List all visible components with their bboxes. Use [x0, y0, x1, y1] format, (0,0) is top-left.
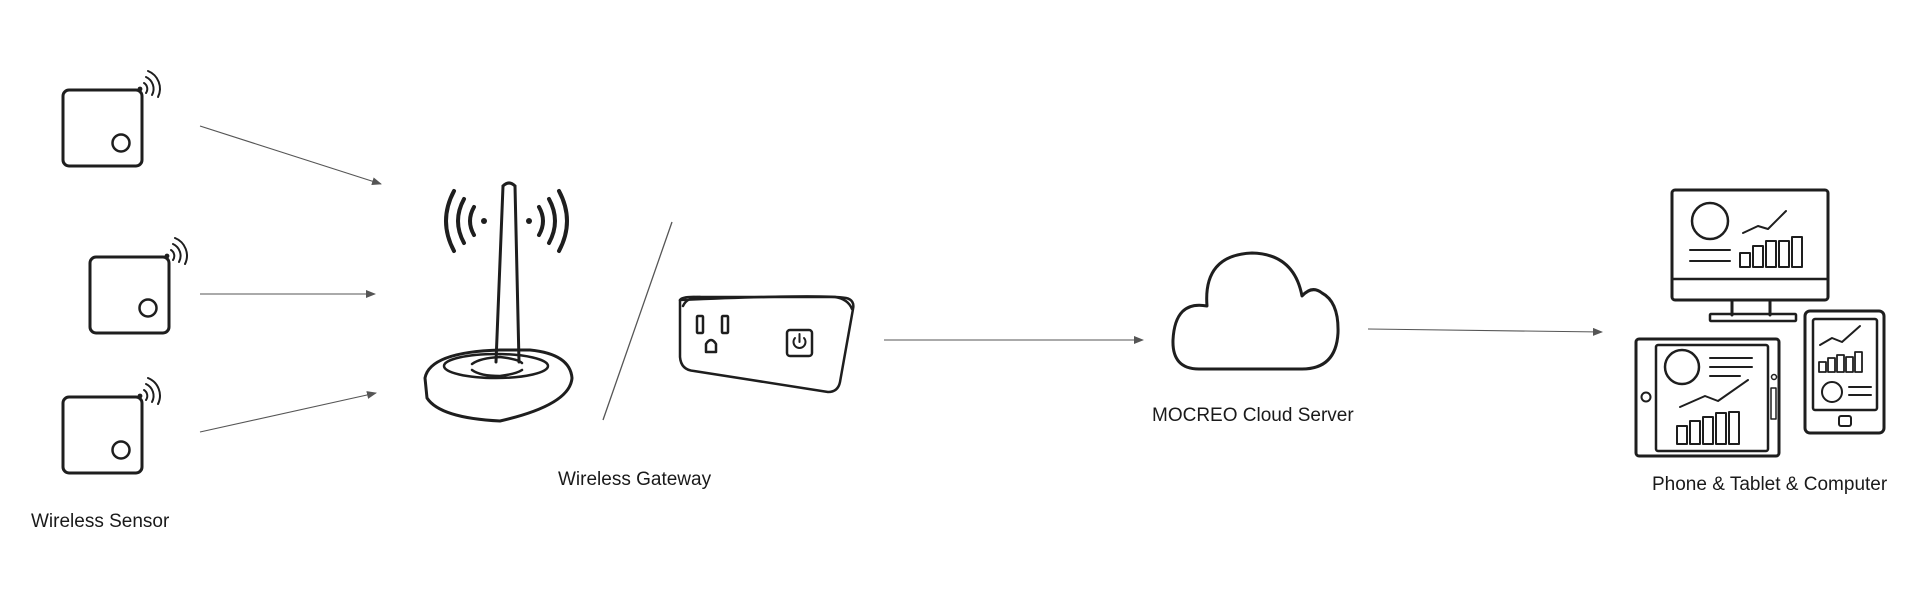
- arrow-sensor3-gateway: [199, 391, 377, 433]
- wireless-sensor-2: [88, 237, 188, 335]
- wireless-sensor-1: [61, 70, 161, 168]
- phone-icon: [1803, 309, 1886, 435]
- smart-plug-icon: [678, 295, 855, 394]
- tablet-icon: [1634, 337, 1781, 458]
- sensor-arrows: [199, 125, 382, 433]
- cloud-server-label: MOCREO Cloud Server: [1152, 405, 1354, 426]
- arrow-sensor1-gateway: [199, 125, 382, 186]
- router-icon: [423, 181, 574, 423]
- wireless-sensor-label: Wireless Sensor: [31, 511, 170, 532]
- computer-monitor-icon: [1670, 188, 1830, 323]
- cloud-icon: [1171, 251, 1340, 371]
- wireless-gateway-label: Wireless Gateway: [558, 469, 712, 490]
- wireless-sensor-3: [61, 377, 161, 475]
- arrow-cloud-devices: [1367, 327, 1603, 336]
- or-separator-line: [602, 221, 673, 421]
- power-icon: [792, 333, 807, 349]
- devices-label: Phone & Tablet & Computer: [1652, 474, 1888, 495]
